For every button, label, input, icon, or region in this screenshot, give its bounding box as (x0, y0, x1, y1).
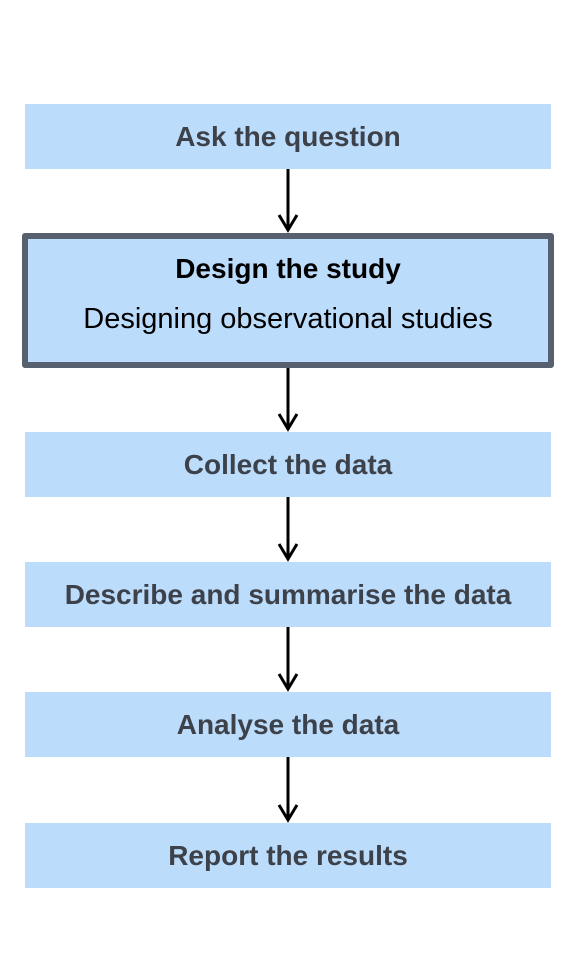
step-label: Collect the data (183, 448, 393, 480)
step-describe-and-summarise[interactable]: Describe and summarise the data (25, 562, 551, 627)
step-sublabel: Designing observational studies (83, 303, 493, 335)
down-arrow-icon (277, 368, 299, 432)
step-label: Describe and summarise the data (64, 578, 512, 610)
down-arrow-icon (277, 497, 299, 562)
step-label: Design the study (175, 253, 401, 284)
step-label: Ask the question (175, 120, 401, 152)
step-label: Analyse the data (176, 708, 400, 740)
step-analyse-the-data[interactable]: Analyse the data (25, 692, 551, 757)
down-arrow-icon (277, 169, 299, 233)
step-report-the-results[interactable]: Report the results (25, 823, 551, 888)
step-design-the-study-current[interactable]: Design the study Designing observational… (22, 233, 554, 368)
down-arrow-icon (277, 757, 299, 823)
step-collect-the-data[interactable]: Collect the data (25, 432, 551, 497)
down-arrow-icon (277, 627, 299, 692)
step-ask-the-question[interactable]: Ask the question (25, 104, 551, 169)
step-label: Report the results (168, 839, 408, 871)
